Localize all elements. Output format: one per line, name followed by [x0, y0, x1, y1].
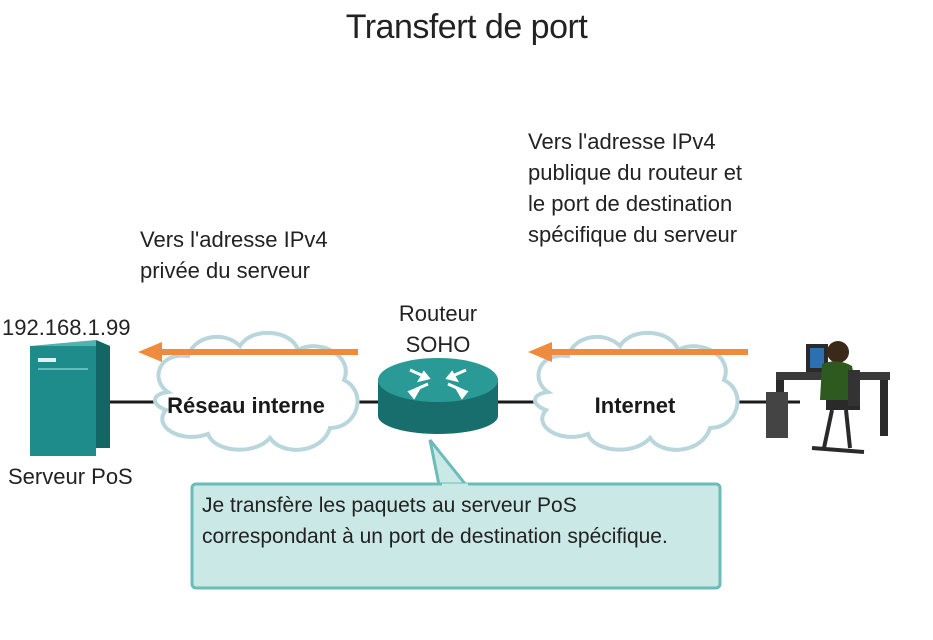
internet-cloud-icon — [533, 331, 740, 452]
callout-text: Je transfère les paquets au serveur PoS … — [202, 494, 668, 548]
diagram-title: Transfert de port — [345, 8, 588, 46]
annotation-private-address: Vers l'adresse IPv4 privée du serveur — [140, 227, 328, 283]
internet-label: Internet — [595, 393, 676, 418]
router-icon — [378, 358, 498, 434]
server-icon — [30, 340, 110, 456]
pc-user-icon — [766, 341, 890, 454]
internal-network-cloud-icon — [153, 331, 360, 452]
server-ip-label: 192.168.1.99 — [2, 315, 131, 340]
router-label: Routeur SOHO — [398, 301, 478, 357]
internal-network-label: Réseau interne — [167, 393, 325, 418]
annotation-public-address: Vers l'adresse IPv4 publique du routeur … — [528, 129, 743, 247]
arrow-to-router-icon — [528, 342, 748, 362]
arrow-to-server-icon — [138, 342, 358, 362]
server-label: Serveur PoS — [8, 464, 133, 489]
callout-bubble — [190, 439, 722, 590]
